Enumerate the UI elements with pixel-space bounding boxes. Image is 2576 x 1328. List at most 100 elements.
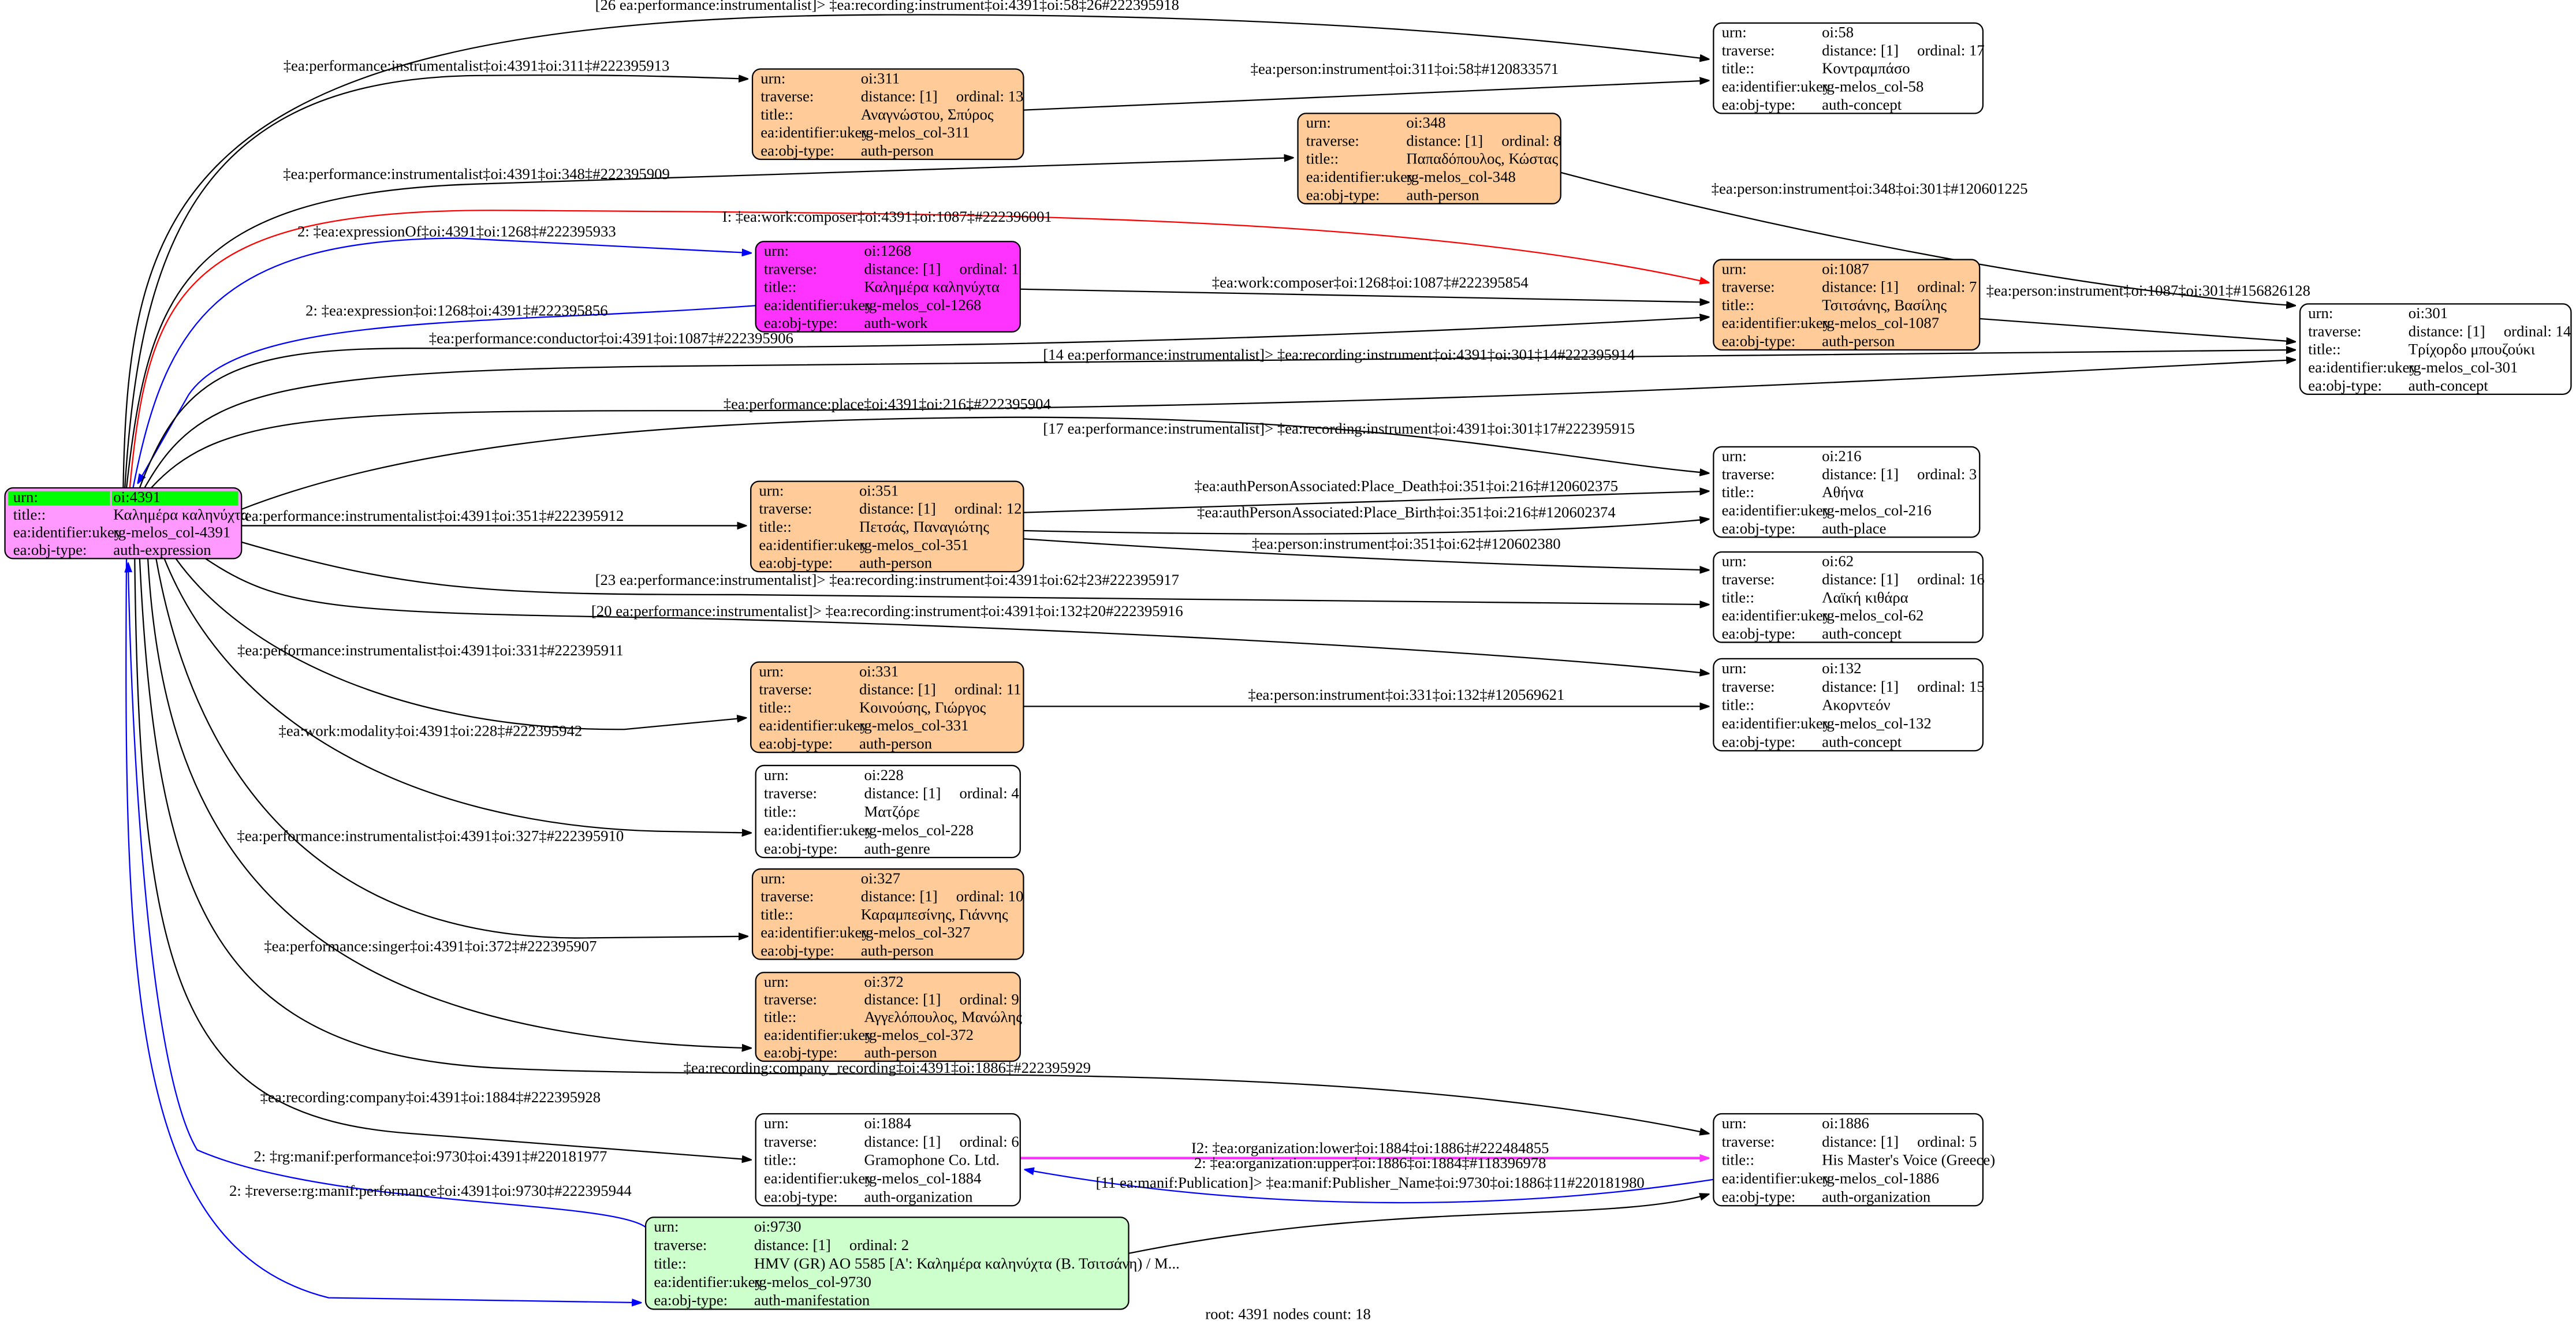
edge[interactable]: ‡ea:authPersonAssociated:Place_Birth‡oi:… — [1023, 503, 1708, 535]
edge[interactable]: ‡ea:work:modality‡oi:4391‡oi:228‡#222395… — [163, 558, 751, 833]
edge-line[interactable] — [1979, 318, 2295, 342]
node-box[interactable] — [755, 1113, 1021, 1207]
edge[interactable]: [17 ea:performance:instrumentalist]> ‡ea… — [150, 360, 2295, 488]
edge-line[interactable] — [125, 158, 1293, 488]
edge[interactable]: 2: ‡rg:manif:performance‡oi:9730‡oi:4391… — [128, 564, 646, 1228]
node-box[interactable] — [755, 241, 1021, 333]
node-box[interactable] — [755, 764, 1021, 859]
edge-line[interactable] — [175, 558, 745, 730]
edge-line[interactable] — [1023, 491, 1708, 513]
edge-line[interactable] — [1023, 519, 1708, 535]
edge-line[interactable] — [139, 317, 1709, 488]
edge[interactable]: ‡ea:performance:instrumentalist‡oi:4391‡… — [125, 158, 1293, 488]
node-box[interactable] — [755, 972, 1021, 1062]
edge-line[interactable] — [204, 558, 1709, 673]
edge-line[interactable] — [128, 564, 646, 1228]
edge-line[interactable] — [138, 305, 756, 483]
field-label-title: title:: — [1722, 696, 1754, 714]
edge[interactable]: ‡ea:performance:instrumentalist‡oi:4391‡… — [237, 507, 746, 526]
node-box[interactable] — [1713, 259, 1981, 351]
edge[interactable]: I: ‡ea:work:composer‡oi:4391‡oi:1087‡#22… — [129, 208, 1709, 488]
field-label-title: title:: — [759, 518, 791, 535]
edge[interactable]: 2: ‡ea:organization:upper‡oi:1886‡oi:188… — [1025, 1154, 1714, 1204]
edge-line[interactable] — [144, 350, 2295, 488]
edge[interactable]: [14 ea:performance:instrumentalist]> ‡ea… — [144, 346, 2295, 488]
node-box[interactable] — [644, 1217, 1129, 1310]
node-box[interactable] — [1713, 1113, 1984, 1207]
node-box[interactable] — [750, 661, 1024, 753]
edge[interactable]: [20 ea:performance:instrumentalist]> ‡ea… — [204, 558, 1709, 673]
edge[interactable]: ‡ea:performance:instrumentalist‡oi:4391‡… — [155, 558, 747, 938]
node-box[interactable] — [1713, 551, 1984, 643]
node-box[interactable] — [1713, 22, 1984, 114]
edge[interactable]: I2: ‡ea:organization:lower‡oi:1884‡oi:18… — [1020, 1139, 1709, 1158]
edge[interactable]: [26 ea:performance:instrumentalist]> ‡ea… — [122, 0, 1708, 488]
edge-line[interactable] — [125, 558, 640, 1303]
edge[interactable]: ‡ea:person:instrument‡oi:311‡oi:58‡#1208… — [1023, 60, 1708, 111]
edge-line[interactable] — [150, 360, 2295, 488]
field-value-ordinal: ordinal: 5 — [1917, 1133, 1977, 1150]
edge[interactable]: ‡ea:performance:instrumentalist‡oi:4391‡… — [175, 558, 745, 730]
edge-line[interactable] — [1128, 1194, 1709, 1254]
edge[interactable]: ‡ea:performance:place‡oi:4391‡oi:216‡#22… — [241, 395, 1709, 510]
edge-line[interactable] — [1023, 80, 1708, 111]
edge-line[interactable] — [1023, 538, 1708, 570]
edge-line[interactable] — [163, 558, 751, 833]
edge[interactable]: ‡ea:work:composer‡oi:1268‡oi:1087‡#22239… — [1020, 274, 1709, 303]
node-box[interactable] — [751, 868, 1024, 960]
edge-line[interactable] — [129, 210, 1709, 488]
edge[interactable]: ‡ea:recording:company‡oi:4391‡oi:1884‡#2… — [134, 558, 751, 1159]
edge-line[interactable] — [124, 75, 747, 488]
edge-line[interactable] — [139, 558, 1709, 1133]
edge[interactable]: [11 ea:manif:Publication]> ‡ea:manif:Pub… — [1096, 1174, 1709, 1254]
edge[interactable]: 2: ‡ea:expressionOf‡oi:4391‡oi:1268‡#222… — [132, 223, 751, 488]
node-box[interactable] — [751, 68, 1024, 161]
edge[interactable]: ‡ea:recording:company_recording‡oi:4391‡… — [139, 558, 1709, 1133]
edge[interactable]: [23 ea:performance:instrumentalist]> ‡ea… — [241, 541, 1709, 605]
edge-line[interactable] — [122, 14, 1708, 488]
edge-line[interactable] — [1020, 288, 1709, 303]
edge[interactable]: ‡ea:authPersonAssociated:Place_Death‡oi:… — [1023, 478, 1708, 513]
edge[interactable]: ‡ea:performance:singer‡oi:4391‡oi:372‡#2… — [147, 558, 751, 1048]
edge[interactable]: 2: ‡reverse:rg:manif:performance‡oi:4391… — [125, 558, 640, 1303]
edge-line[interactable] — [132, 237, 751, 488]
edge[interactable]: 2: ‡ea:expression‡oi:1268‡oi:4391‡#22239… — [138, 301, 756, 483]
edge-line[interactable] — [147, 558, 751, 1048]
field-label-objtype: ea:obj-type: — [764, 314, 838, 331]
node-box[interactable] — [1713, 446, 1981, 538]
field-value-urn: oi:311 — [861, 69, 900, 87]
edge[interactable]: ‡ea:performance:instrumentalist‡oi:4391‡… — [124, 57, 747, 488]
edge-line[interactable] — [1025, 1170, 1714, 1204]
edge[interactable]: ‡ea:person:instrument‡oi:351‡oi:62‡#1206… — [1023, 535, 1708, 570]
node-box[interactable] — [1713, 658, 1984, 752]
node-box[interactable] — [1297, 113, 1561, 204]
edge-line[interactable] — [241, 416, 1709, 510]
node-box[interactable] — [750, 480, 1024, 573]
edge-line[interactable] — [155, 558, 747, 938]
edge[interactable]: ‡ea:person:instrument‡oi:1087‡oi:301‡#15… — [1979, 282, 2310, 342]
field-value-distance: distance: [1] — [1822, 570, 1899, 588]
edge[interactable]: ‡ea:person:instrument‡oi:331‡oi:132‡#120… — [1023, 686, 1708, 706]
edge-line[interactable] — [134, 558, 751, 1159]
edge[interactable]: ‡ea:performance:conductor‡oi:4391‡oi:108… — [139, 317, 1709, 488]
node-box[interactable] — [2299, 303, 2572, 395]
edge-line[interactable] — [241, 541, 1709, 605]
